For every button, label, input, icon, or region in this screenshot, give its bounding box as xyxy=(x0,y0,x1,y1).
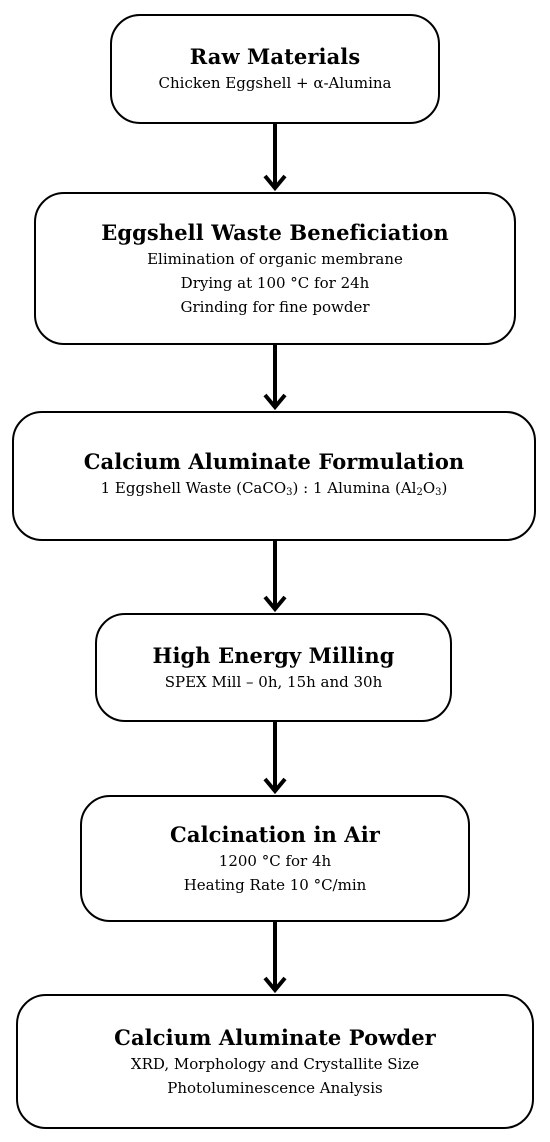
step-title: Calcium Aluminate Powder xyxy=(114,1024,436,1050)
step-detail: Chicken Eggshell + α-Alumina xyxy=(158,74,392,92)
step-calcination-in-air: Calcination in Air 1200 °C for 4h Heatin… xyxy=(80,795,470,922)
step-detail: Photoluminescence Analysis xyxy=(167,1078,383,1097)
arrow-down-icon xyxy=(260,722,290,795)
step-title: Calcination in Air xyxy=(170,821,380,847)
arrow-down-icon xyxy=(260,124,290,192)
arrow-down-icon xyxy=(260,345,290,411)
step-title: High Energy Milling xyxy=(152,642,395,668)
step-detail: Grinding for fine powder xyxy=(180,297,370,316)
arrow-down-icon xyxy=(260,541,290,613)
step-calcium-aluminate-formulation: Calcium Aluminate Formulation 1 Eggshell… xyxy=(12,411,536,541)
step-title: Eggshell Waste Beneficiation xyxy=(101,219,449,245)
step-detail: XRD, Morphology and Crystallite Size xyxy=(130,1054,420,1073)
step-formula: 1 Eggshell Waste (CaCO3) : 1 Alumina (Al… xyxy=(100,478,448,498)
step-detail: Heating Rate 10 °C/min xyxy=(183,875,367,894)
step-detail: SPEX Mill – 0h, 15h and 30h xyxy=(164,672,383,691)
step-high-energy-milling: High Energy Milling SPEX Mill – 0h, 15h … xyxy=(95,613,452,722)
step-eggshell-beneficiation: Eggshell Waste Beneficiation Elimination… xyxy=(34,192,516,345)
step-raw-materials: Raw Materials Chicken Eggshell + α-Alumi… xyxy=(110,14,440,124)
step-detail: Elimination of organic membrane xyxy=(147,249,403,268)
step-detail: Drying at 100 °C for 24h xyxy=(180,273,370,292)
step-title: Raw Materials xyxy=(189,44,361,69)
step-detail: 1200 °C for 4h xyxy=(218,851,332,870)
arrow-down-icon xyxy=(260,922,290,994)
step-calcium-aluminate-powder: Calcium Aluminate Powder XRD, Morphology… xyxy=(16,994,534,1129)
step-title: Calcium Aluminate Formulation xyxy=(83,448,465,474)
